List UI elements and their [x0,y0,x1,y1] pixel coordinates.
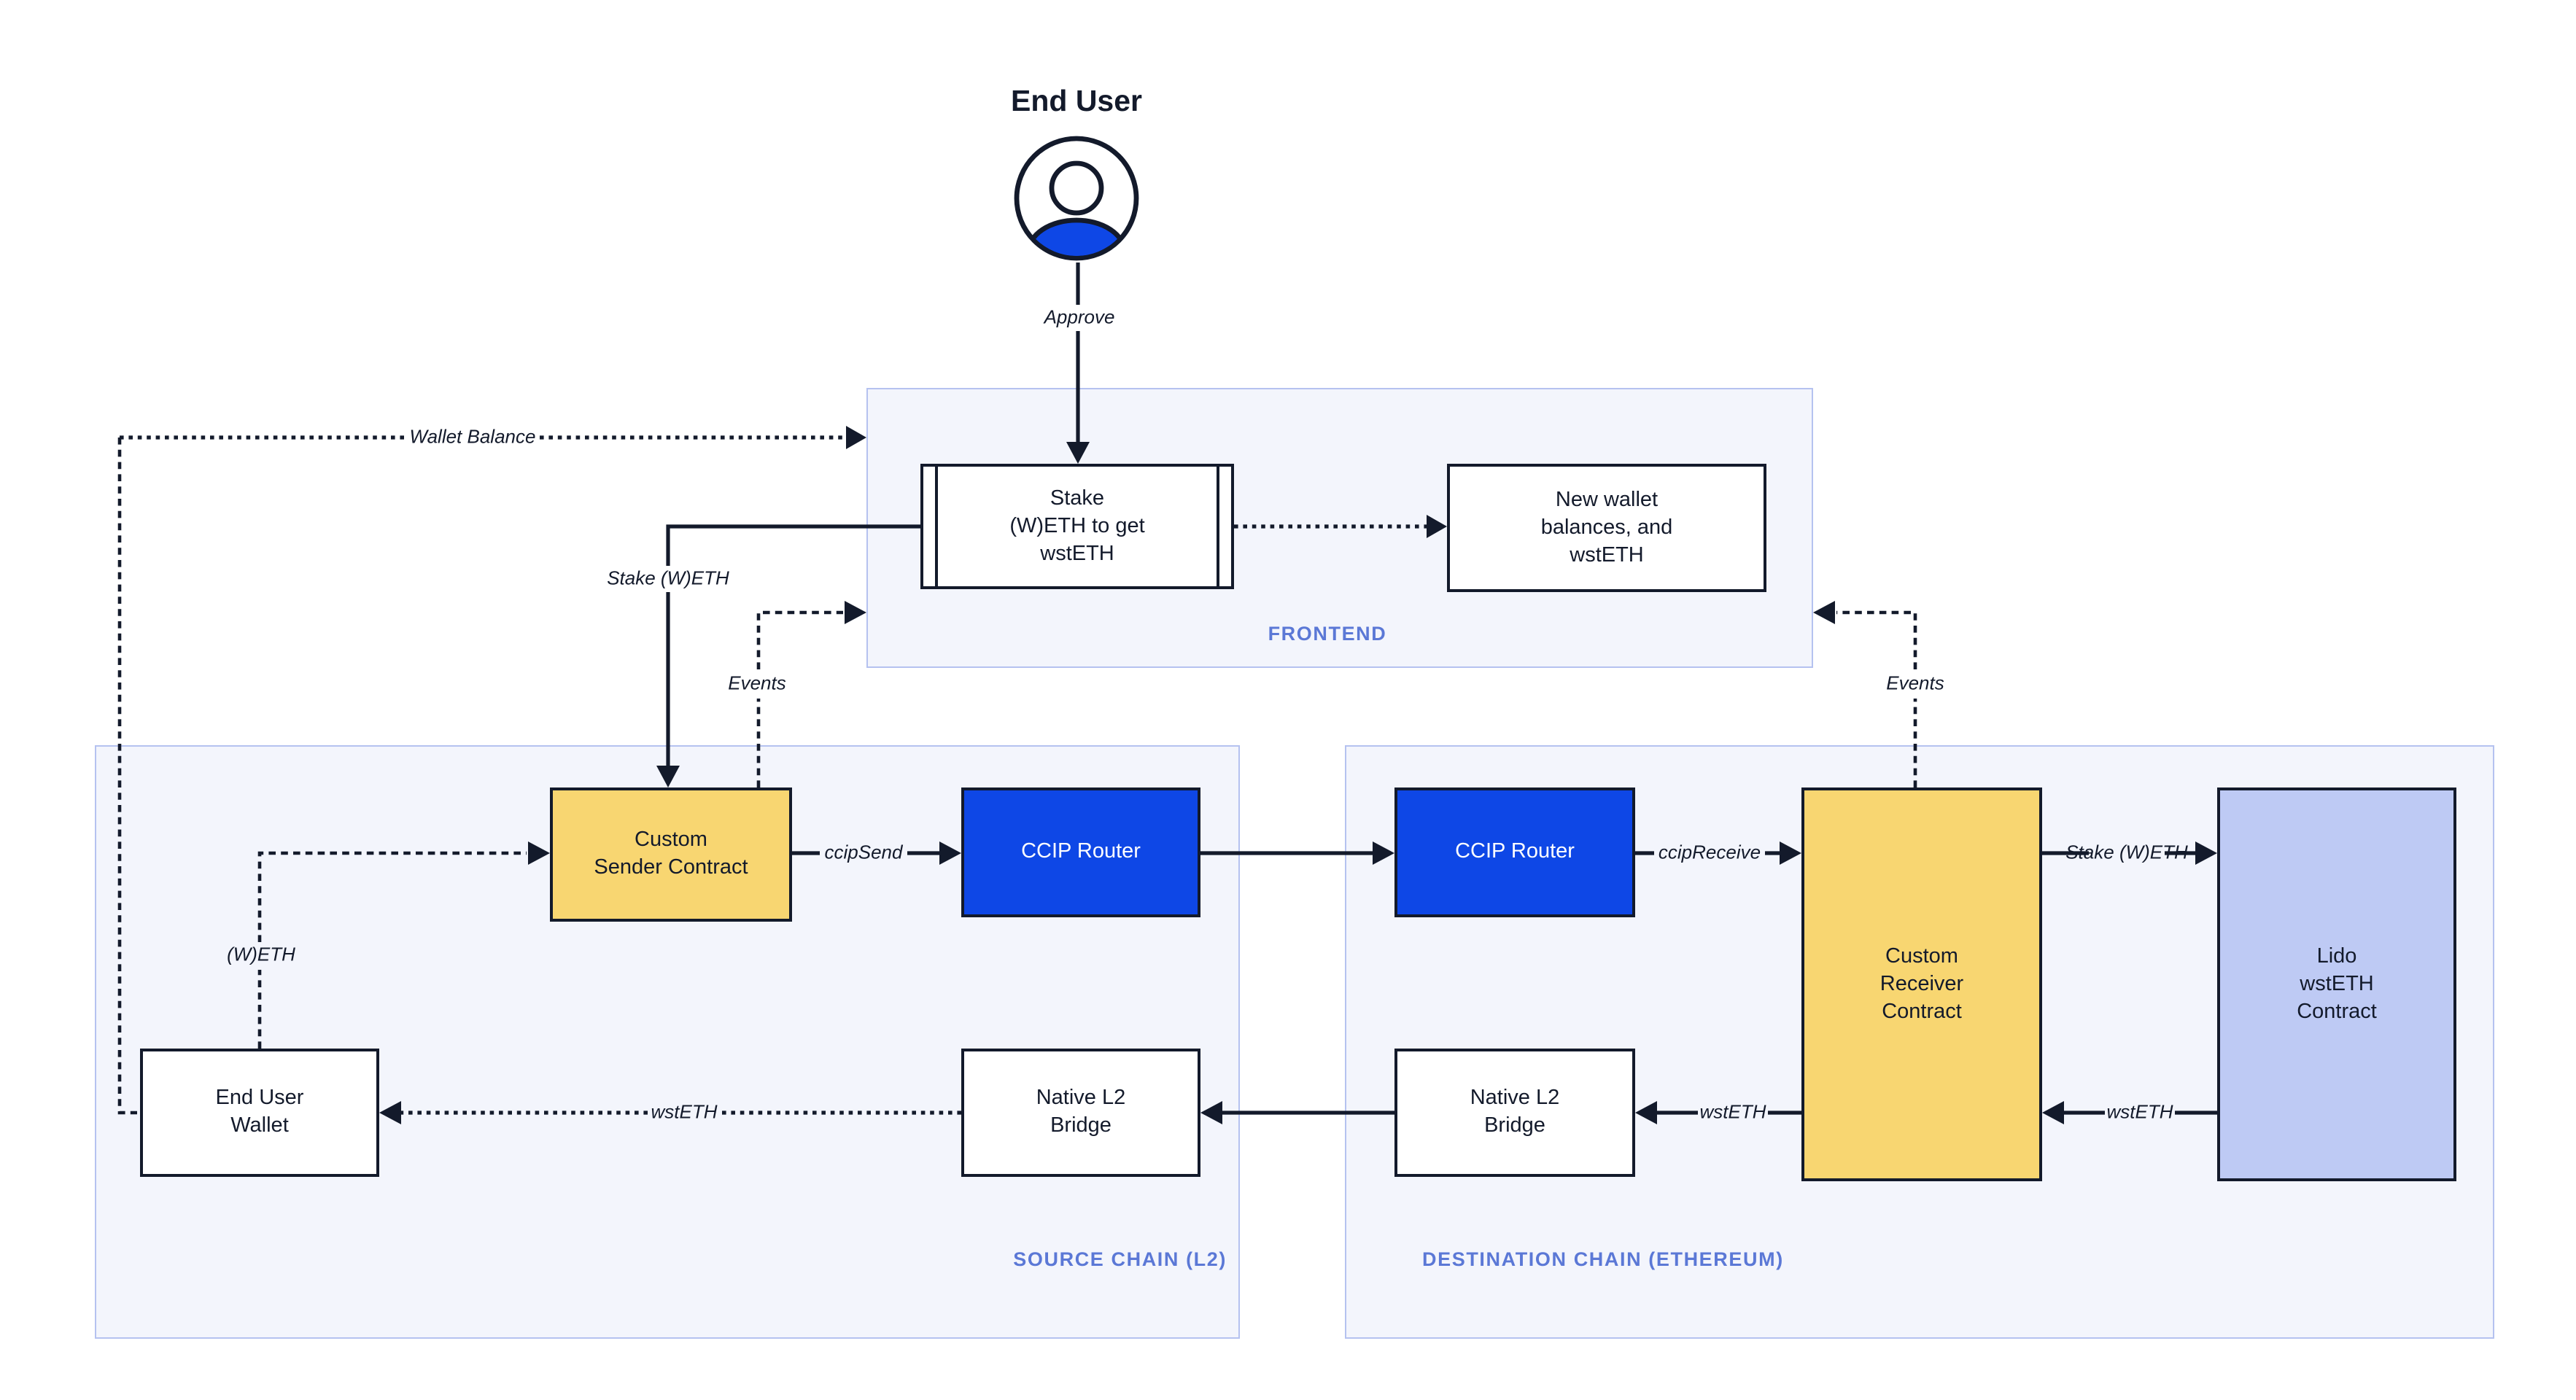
edge-label-wsteth-bridge: wstETH [651,1100,718,1123]
edge-events-dest-line [1836,610,1917,788]
custom-sender-line: Sender Contract [594,856,748,879]
edge-wallet-balance-riser [117,438,137,1115]
arrowhead-ccipsend [939,841,961,865]
stake-box-line: wstETH [1040,542,1114,565]
end-user-wallet-line: Wallet [230,1114,289,1138]
edge-weth-line [257,851,527,1049]
arrowhead-wallet-balance [846,426,866,449]
edge-label-stake-weth-dest: Stake (W)ETH [2065,841,2188,864]
result-box-line: wstETH [1570,543,1644,567]
native-bridge-line: Bridge [1050,1114,1112,1138]
native-l2-bridge-destination-box: Native L2 Bridge [1394,1049,1635,1177]
stake-box-line: Stake [1050,486,1105,510]
ccip-router-label: CCIP Router [1455,840,1575,863]
stake-box-line: (W)ETH to get [1009,514,1145,537]
ccip-router-destination-box: CCIP Router [1394,788,1635,917]
solid-edges [666,262,2217,1115]
arrowhead-weth [528,841,550,865]
edge-label-ccipreceive: ccipReceive [1658,841,1761,863]
new-wallet-balances-box: New wallet balances, and wstETH [1447,464,1766,592]
arrowhead-stake-weth-dest [2195,841,2217,865]
custom-receiver-contract-box: Custom Receiver Contract [1801,788,2042,1181]
arrowhead-approve [1066,442,1090,464]
edge-label-events-destination: Events [1886,672,1944,694]
arrowheads [379,426,2217,1124]
edge-label-weth: (W)ETH [227,943,295,965]
stake-action-box: Stake (W)ETH to get wstETH [920,464,1234,589]
custom-receiver-line: Receiver [1879,972,1964,995]
frontend-label: FRONTEND [1268,623,1387,645]
lido-wsteth-contract-box: Lido wstETH Contract [2217,788,2456,1181]
edge-label-wallet-balance: Wallet Balance [409,425,536,448]
stake-weth-dest-line: Stake [2065,841,2114,863]
source-chain-label: SOURCE CHAIN (L2) [1013,1248,1227,1270]
arrowhead-stake-to-result [1427,515,1447,538]
arrowhead-router-to-router [1373,841,1394,865]
arrowhead-events-dest [1813,601,1835,624]
edge-label-ccipsend: ccipSend [824,841,903,863]
ccip-router-source-box: CCIP Router [961,788,1200,917]
dashed-edges [117,438,1917,1115]
end-user-title: End User [1011,85,1142,118]
lido-contract-line: Contract [2297,1000,2377,1023]
result-box-line: balances, and [1540,516,1673,539]
destination-chain-label: DESTINATION CHAIN (ETHEREUM) [1422,1248,1784,1270]
native-l2-bridge-source-box: Native L2 Bridge [961,1049,1200,1177]
arrowhead-wsteth-receiver [1635,1101,1657,1124]
arrowhead-wsteth-lido [2042,1101,2064,1124]
edge-label-wsteth-lido: wstETH [2106,1100,2173,1123]
native-bridge-line: Bridge [1484,1114,1545,1138]
custom-sender-line: Custom [635,828,707,852]
arrowhead-bridge-to-bridge [1200,1101,1222,1124]
arrowhead-ccipreceive [1780,841,1801,865]
stake-weth-dest-line: (W)ETH [2119,841,2188,863]
dotted-edges [120,435,1427,1115]
subroutine-bar-right [1216,467,1219,586]
edge-label-approve: Approve [1044,306,1115,328]
lido-contract-line: wstETH [2300,972,2374,995]
edge-stake-weth-line [666,524,920,766]
result-box-line: New wallet [1555,488,1659,511]
subroutine-bar-left [935,467,939,586]
edge-events-source-line [756,610,843,788]
native-bridge-line: Native L2 [1036,1086,1126,1110]
custom-receiver-line: Contract [1882,1000,1962,1023]
arrowhead-stake-weth [656,766,680,788]
native-bridge-line: Native L2 [1470,1086,1560,1110]
custom-sender-contract-box: Custom Sender Contract [550,788,792,922]
user-avatar-icon [1014,136,1139,261]
edge-label-wsteth-receiver: wstETH [1699,1100,1766,1123]
ccip-router-label: CCIP Router [1021,840,1141,863]
custom-receiver-line: Custom [1885,944,1958,968]
edge-label-stake-weth: Stake (W)ETH [607,567,729,589]
edge-label-events-source: Events [728,672,786,694]
arrowhead-events-source [845,601,866,624]
lido-contract-line: Lido [2316,944,2357,968]
end-user-wallet-box: End User Wallet [140,1049,379,1177]
arrowhead-wsteth-to-wallet [379,1101,401,1124]
end-user-wallet-line: End User [215,1086,304,1110]
